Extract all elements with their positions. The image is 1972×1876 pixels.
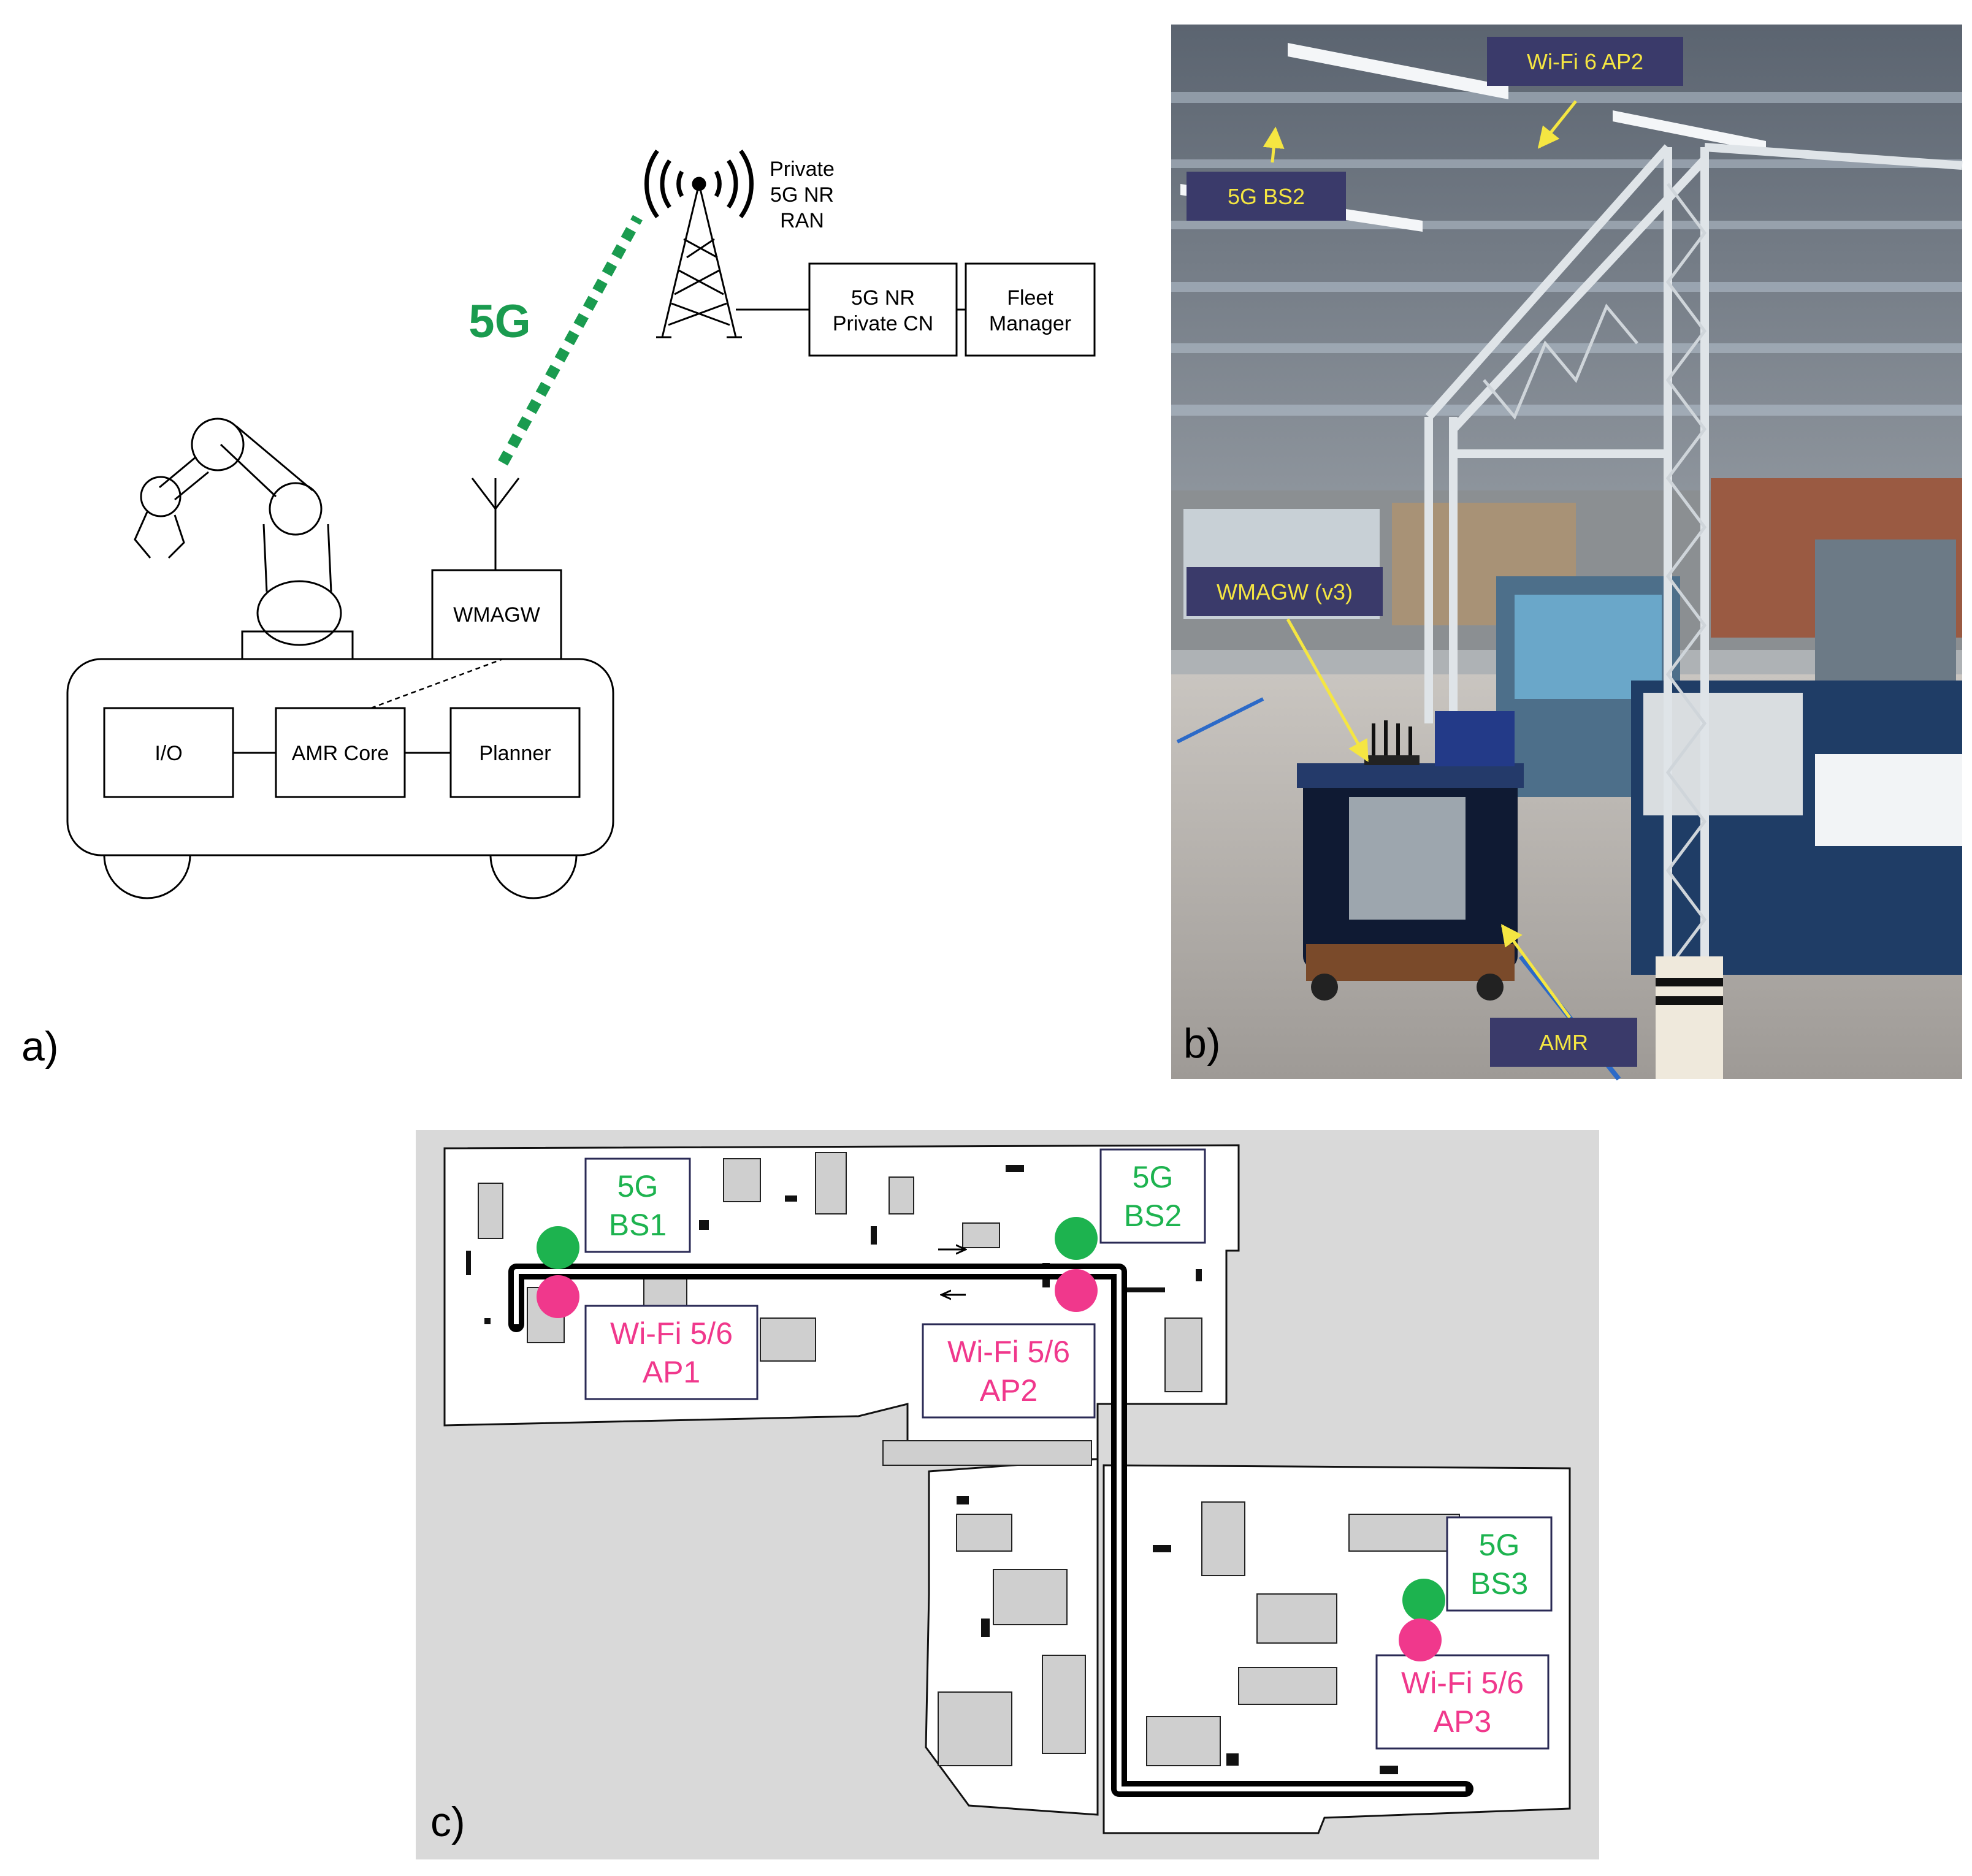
ap2-label-1: Wi-Fi 5/6	[947, 1335, 1070, 1369]
bs1-label-1: 5G	[617, 1169, 659, 1203]
ap2-marker	[1055, 1269, 1098, 1312]
bs2-label-2: BS2	[1124, 1199, 1182, 1233]
antenna-icon	[471, 478, 520, 570]
panel-b-photo	[1171, 25, 1963, 1081]
ap2-label-2: AP2	[980, 1373, 1038, 1408]
bs3-box	[1446, 1516, 1553, 1612]
tag-wifi6-ap2: Wi-Fi 6 AP2	[1527, 49, 1643, 74]
panel-c-label: c)	[430, 1799, 465, 1845]
ap1-box	[584, 1305, 759, 1400]
fleet-manager-box	[965, 262, 1096, 357]
panel-b-label: b)	[1183, 1020, 1220, 1067]
fleet-label-2: Manager	[989, 312, 1071, 335]
panel-c-map	[416, 1130, 1599, 1859]
ap1-label-2: AP1	[643, 1355, 701, 1389]
io-label: I/O	[155, 742, 182, 765]
amr-body	[66, 658, 614, 856]
panel-a-label: a)	[21, 1023, 58, 1070]
core-label-2: Private CN	[833, 312, 933, 335]
bs3-label-1: 5G	[1479, 1528, 1520, 1562]
panel-a-architecture	[66, 149, 1096, 899]
ran-tower-icon	[644, 149, 754, 338]
ap1-marker	[537, 1275, 579, 1318]
ap3-marker	[1399, 1619, 1442, 1661]
bs2-label-1: 5G	[1133, 1160, 1174, 1194]
ap3-box	[1375, 1654, 1550, 1750]
fleet-label-1: Fleet	[1007, 286, 1053, 310]
core-label-1: 5G NR	[851, 286, 915, 310]
bs1-marker	[537, 1226, 579, 1269]
bs2-box	[1099, 1148, 1206, 1244]
tag-5g-bs2-bg	[1187, 172, 1346, 221]
amr-core-label: AMR Core	[292, 742, 389, 765]
ap1-label-1: Wi-Fi 5/6	[610, 1316, 733, 1351]
robot-arm-icon	[134, 418, 354, 660]
5g-link-label: 5G	[468, 296, 530, 348]
wmagw-label: WMAGW	[453, 603, 540, 627]
tag-amr-bg	[1490, 1018, 1637, 1067]
tag-5g-bs2: 5G BS2	[1228, 184, 1305, 209]
5g-link	[498, 215, 643, 466]
tag-wmagw-bg	[1187, 567, 1383, 616]
tag-amr: AMR	[1539, 1030, 1588, 1055]
bs3-label-2: BS3	[1470, 1566, 1529, 1601]
ran-label-1: Private	[770, 158, 835, 181]
bs2-marker	[1055, 1217, 1098, 1260]
bs1-box	[584, 1157, 691, 1253]
ran-label-3: RAN	[780, 209, 824, 232]
tag-wmagw: WMAGW (v3)	[1217, 579, 1353, 604]
ran-label-2: 5G NR	[770, 183, 834, 207]
ap3-label-1: Wi-Fi 5/6	[1401, 1666, 1524, 1700]
ap3-label-2: AP3	[1434, 1704, 1492, 1739]
amr-robot-photo	[1297, 711, 1524, 1001]
private-cn-box	[808, 262, 958, 357]
bs1-label-2: BS1	[609, 1208, 667, 1242]
bs3-marker	[1402, 1579, 1445, 1622]
tag-wifi6-ap2-bg	[1487, 37, 1683, 86]
planner-label: Planner	[479, 742, 551, 765]
ap2-box	[922, 1323, 1096, 1419]
